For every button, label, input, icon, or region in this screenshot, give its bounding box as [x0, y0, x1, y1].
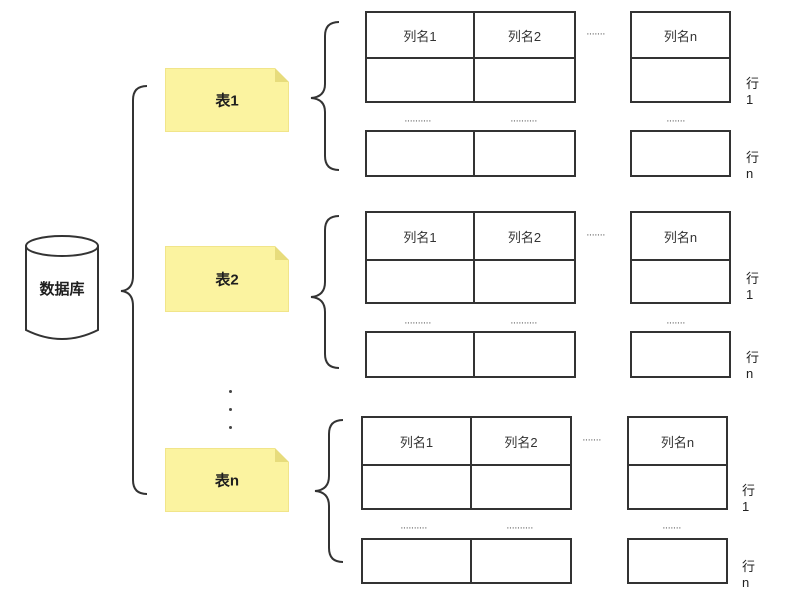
column-header-label: 列名2	[504, 434, 538, 450]
row-label: 行1	[742, 483, 756, 514]
column-header-label: 列名1	[399, 434, 434, 450]
column-ellipsis: ·······	[586, 229, 606, 241]
row-ellipsis: ··········	[400, 522, 428, 534]
row-label: 行n	[742, 559, 756, 590]
column-header-label: 列名1	[403, 229, 437, 245]
table-note-1[interactable]: 表1	[165, 68, 289, 132]
table1-brace	[310, 21, 340, 171]
column-header-label: 列名n	[660, 434, 695, 450]
table-cell	[630, 130, 731, 177]
table-cell	[365, 130, 475, 177]
column-ellipsis: ·······	[586, 28, 606, 40]
column-header: 列名1	[365, 11, 475, 59]
table-cell	[630, 259, 731, 304]
column-header: 列名n	[630, 11, 731, 59]
table-cell	[627, 538, 728, 584]
note-fold-icon	[275, 246, 289, 260]
column-header: 列名2	[470, 416, 572, 466]
table2-brace	[310, 215, 340, 369]
table-cell	[473, 259, 576, 304]
database-brace	[120, 85, 148, 495]
table-cell	[470, 538, 572, 584]
column-header-label: 列名n	[663, 28, 698, 44]
table-cell	[365, 331, 475, 378]
table-cell	[473, 331, 576, 378]
row-label: 行n	[746, 350, 760, 381]
row-label: 行1	[746, 271, 760, 302]
table-cell	[365, 57, 475, 103]
table-note-n[interactable]: 表n	[165, 448, 289, 512]
row-ellipsis: ·······	[666, 317, 686, 329]
row-label: 行n	[746, 150, 760, 181]
row-label: 行1	[746, 76, 760, 107]
column-header: 列名1	[365, 211, 475, 261]
table-name: 表1	[215, 92, 239, 110]
row-ellipsis: ·······	[666, 115, 686, 127]
table-cell	[473, 130, 576, 177]
column-header-label: 列名2	[507, 229, 542, 245]
row-ellipsis: ··········	[506, 522, 534, 534]
table-name: 表n	[214, 472, 240, 490]
table-cell	[361, 464, 472, 510]
table-name: 表2	[215, 271, 239, 289]
row-ellipsis: ··········	[404, 317, 432, 329]
column-header: 列名n	[627, 416, 728, 466]
table-cell	[365, 259, 475, 304]
table-cell	[473, 57, 576, 103]
table-cell	[630, 57, 731, 103]
column-header-label: 列名2	[507, 28, 542, 44]
database-label: 数据库	[39, 281, 85, 298]
table-cell	[627, 464, 728, 510]
column-header: 列名2	[473, 11, 576, 59]
row-ellipsis: ··········	[510, 115, 538, 127]
column-header: 列名n	[630, 211, 731, 261]
vertical-ellipsis	[229, 390, 233, 434]
row-ellipsis: ·······	[662, 522, 682, 534]
table-cell	[630, 331, 731, 378]
column-header-label: 列名n	[663, 229, 698, 245]
note-fold-icon	[275, 448, 289, 462]
row-ellipsis: ··········	[510, 317, 538, 329]
column-header-label: 列名1	[403, 28, 437, 44]
table-note-2[interactable]: 表2	[165, 246, 289, 312]
row-ellipsis: ··········	[404, 115, 432, 127]
database-cylinder	[25, 235, 99, 340]
tablen-brace	[314, 419, 344, 563]
column-header: 列名1	[361, 416, 472, 466]
column-ellipsis: ·······	[582, 434, 602, 446]
column-header: 列名2	[473, 211, 576, 261]
table-cell	[361, 538, 472, 584]
note-fold-icon	[275, 68, 289, 82]
table-cell	[470, 464, 572, 510]
